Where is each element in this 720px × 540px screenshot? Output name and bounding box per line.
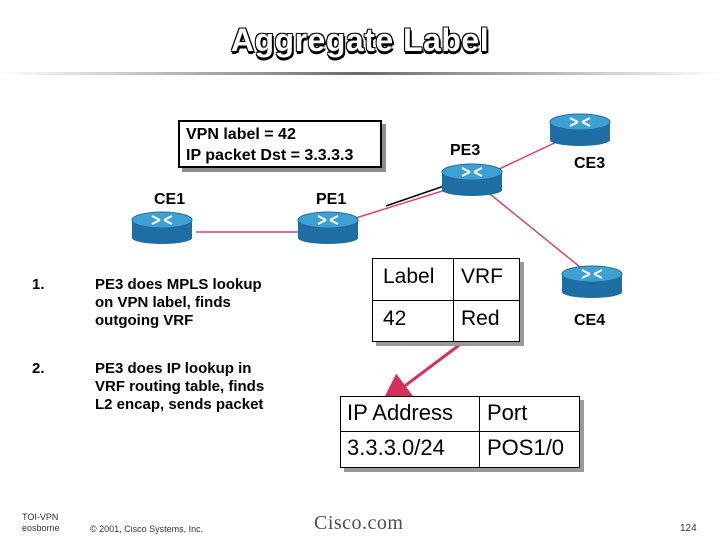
router-pe1-icon (297, 211, 359, 244)
step-1-number: 1. (32, 276, 45, 293)
step-2-number: 2. (32, 360, 45, 377)
ip-dst-line: IP packet Dst = 3.3.3.3 (186, 147, 354, 164)
step-1-text: PE3 does MPLS lookup on VPN label, finds… (95, 276, 262, 329)
ip-port-table: IP Address Port 3.3.3.0/24 POS1/0 (340, 396, 580, 468)
packet-arrow (385, 174, 458, 207)
port-header: Port (487, 400, 528, 425)
ce4-label: CE4 (574, 312, 606, 329)
label-vrf-table: Label VRF 42 Red (372, 258, 520, 342)
pe3-label: PE3 (450, 142, 481, 159)
copyright: © 2001, Cisco Systems, Inc. (90, 524, 204, 534)
ip-address-header: IP Address (347, 400, 453, 425)
router-ce4-icon (561, 265, 623, 298)
label-header: Label (383, 265, 435, 288)
router-ce3-icon (549, 113, 611, 146)
label-value: 42 (383, 307, 407, 330)
table-col-divider (479, 397, 480, 467)
cisco-logo: Cisco.com (314, 512, 404, 534)
lookup-arrow (381, 332, 475, 404)
router-pe3-icon (441, 163, 503, 196)
table-row-divider (341, 431, 579, 432)
table-row-divider (373, 300, 519, 301)
vrf-value: Red (461, 307, 500, 330)
port-value: POS1/0 (487, 435, 565, 460)
ce3-label: CE3 (574, 155, 606, 172)
course-line1: TOI-VPN (22, 512, 59, 522)
vpn-label-box: VPN label = 42 IP packet Dst = 3.3.3.3 (178, 120, 382, 168)
course-line2: eosborne (22, 523, 60, 533)
router-ce1-icon (131, 211, 193, 244)
table-col-divider (453, 259, 454, 341)
page-number: 124 (680, 523, 697, 534)
vpn-label-line: VPN label = 42 (186, 126, 296, 143)
course-info: TOI-VPN eosborne (22, 512, 60, 534)
slide-title: Aggregate Label (230, 22, 490, 58)
pe1-label: PE1 (316, 191, 347, 208)
ip-address-value: 3.3.3.0/24 (347, 435, 445, 460)
title-divider (0, 72, 720, 75)
vrf-header: VRF (461, 265, 503, 288)
link-pe3-ce4 (479, 185, 597, 281)
ce1-label: CE1 (154, 191, 186, 208)
step-2-text: PE3 does IP lookup in VRF routing table,… (95, 360, 265, 413)
